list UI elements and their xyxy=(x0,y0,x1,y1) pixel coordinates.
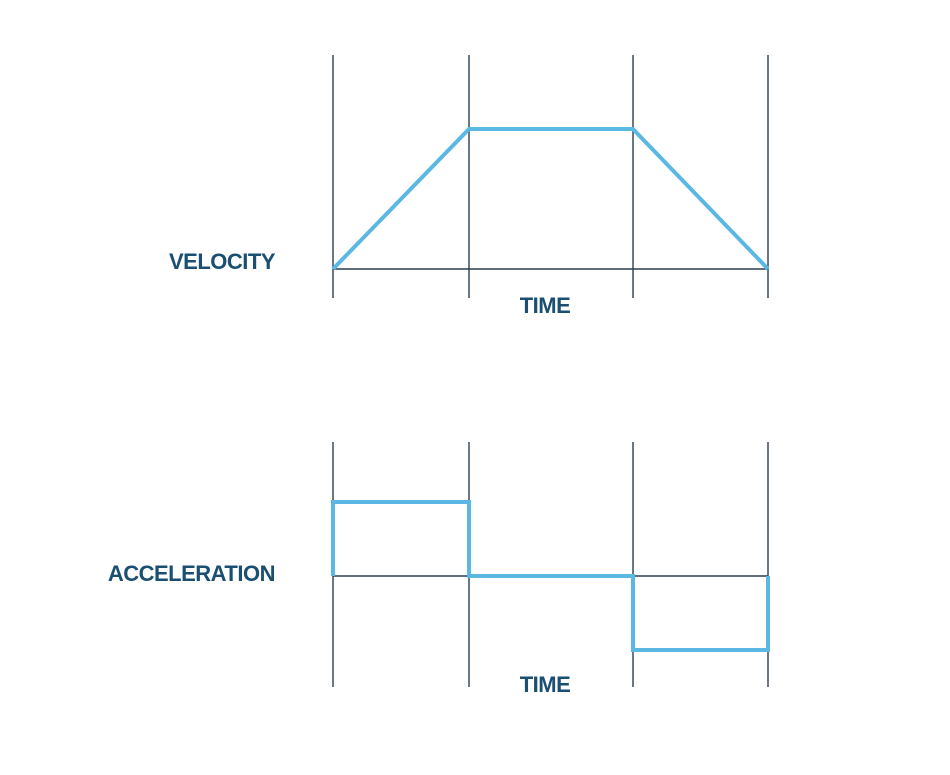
acceleration-time-label: TIME xyxy=(520,672,571,697)
velocity-panel: VELOCITY TIME xyxy=(169,55,770,318)
acceleration-label: ACCELERATION xyxy=(108,561,275,586)
acceleration-profile-line xyxy=(331,500,770,652)
velocity-label: VELOCITY xyxy=(169,249,276,274)
velocity-profile-line xyxy=(331,127,770,271)
velocity-time-label: TIME xyxy=(520,293,571,318)
acceleration-panel: ACCELERATION TIME xyxy=(108,442,770,697)
